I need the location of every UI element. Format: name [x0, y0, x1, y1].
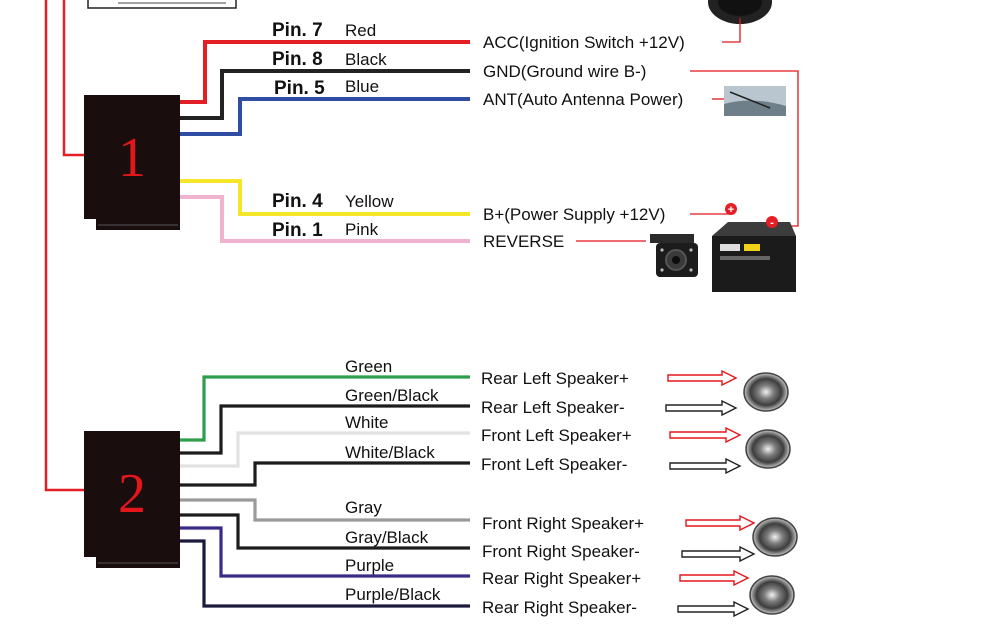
- wire-purple-black: [179, 539, 470, 608]
- top-device-outline: [87, 0, 237, 9]
- gray-color: Gray: [345, 498, 382, 517]
- wire-white-black: [179, 461, 470, 487]
- pin7-function: ACC(Ignition Switch +12V): [483, 33, 685, 52]
- pin5-color: Blue: [345, 77, 379, 96]
- pin5-label: Pin. 5: [274, 78, 325, 99]
- wire-white: [179, 431, 470, 468]
- purple-function: Rear Right Speaker+: [482, 569, 641, 588]
- red-trunk-wire: [44, 0, 86, 492]
- wire-pin5-blue: [179, 97, 470, 136]
- battery-icon: + -: [712, 203, 796, 292]
- wire-purple: [179, 526, 470, 578]
- connector-2-label: 2: [118, 463, 146, 525]
- knob-icon: [708, 0, 772, 24]
- white-black-function: Front Left Speaker-: [481, 455, 627, 474]
- pin8-label: Pin. 8: [272, 49, 323, 70]
- connector-1-label: 1: [118, 127, 146, 189]
- wire-pin1-pink: [179, 195, 470, 243]
- pin1-label: Pin. 1: [272, 220, 323, 241]
- green-black-function: Rear Left Speaker-: [481, 398, 625, 417]
- wire-gray-black: [179, 513, 470, 550]
- wire-pin7-red: [179, 40, 470, 104]
- green-color: Green: [345, 357, 392, 376]
- battery-plus-label: +: [728, 204, 734, 216]
- pin5-function: ANT(Auto Antenna Power): [483, 90, 683, 109]
- pin8-color: Black: [345, 50, 387, 69]
- wire-pin8-black: [179, 69, 470, 120]
- connector-2: 2: [84, 431, 180, 568]
- purple-color: Purple: [345, 556, 394, 575]
- pin4-color: Yellow: [345, 192, 394, 211]
- pin8-function: GND(Ground wire B-): [483, 62, 646, 81]
- wire-green-black: [179, 404, 470, 455]
- white-color: White: [345, 413, 388, 432]
- pin7-color: Red: [345, 21, 376, 40]
- purple-black-function: Rear Right Speaker-: [482, 598, 637, 617]
- speaker-arrows: [665, 369, 756, 618]
- pin4-label: Pin. 4: [272, 191, 323, 212]
- reverse-camera-icon: [650, 234, 698, 277]
- pin7-label: Pin. 7: [272, 20, 323, 41]
- gray-function: Front Right Speaker+: [482, 514, 644, 533]
- gray-black-color: Gray/Black: [345, 528, 429, 547]
- connector-1: 1: [84, 95, 180, 230]
- green-function: Rear Left Speaker+: [481, 369, 629, 388]
- pin4-function: B+(Power Supply +12V): [483, 205, 665, 224]
- gray-black-function: Front Right Speaker-: [482, 542, 640, 561]
- white-black-color: White/Black: [345, 443, 435, 462]
- green-black-color: Green/Black: [345, 386, 439, 405]
- pin1-function: REVERSE: [483, 232, 564, 251]
- white-function: Front Left Speaker+: [481, 426, 632, 445]
- wire-gray: [179, 498, 470, 522]
- car-antenna-icon: [724, 86, 786, 116]
- wire-green: [179, 375, 470, 442]
- wire-pin4-yellow: [179, 179, 470, 216]
- purple-black-color: Purple/Black: [345, 585, 441, 604]
- speaker-icon: [743, 372, 798, 615]
- battery-minus-label: -: [770, 217, 774, 229]
- pin1-color: Pink: [345, 220, 379, 239]
